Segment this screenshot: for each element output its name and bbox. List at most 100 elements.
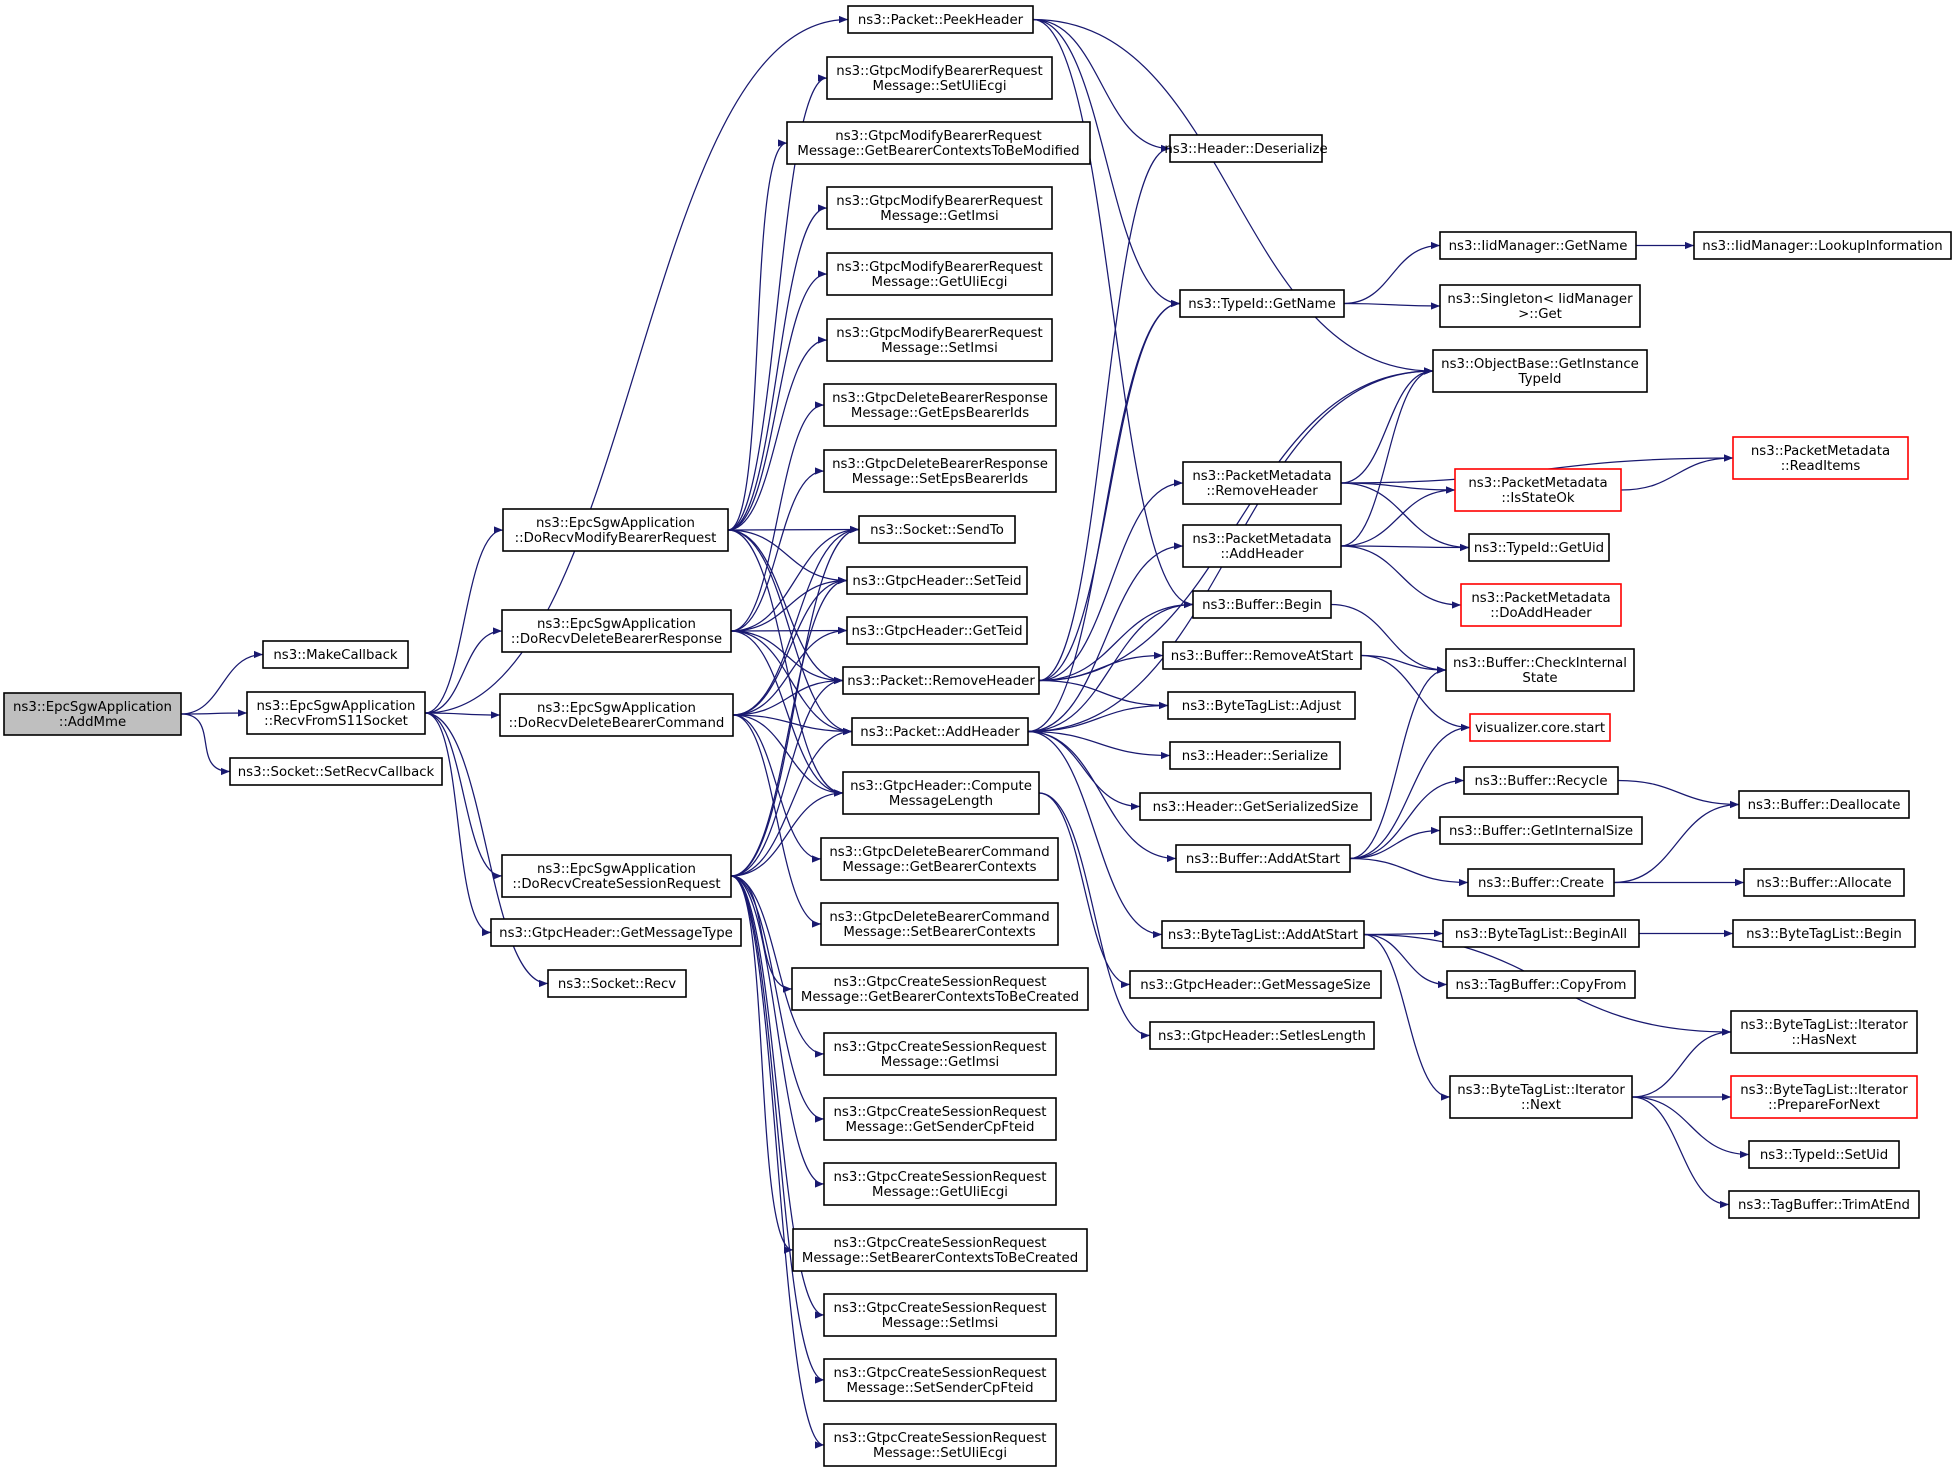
node-cs-setimsi[interactable]: ns3::GtpcCreateSessionRequestMessage::Se… [823,1293,1057,1337]
edge-domodify-to-mb-getimsi [727,204,828,531]
node-gtpc-setieslen[interactable]: ns3::GtpcHeader::SetIesLength [1149,1021,1375,1050]
node-typeid-setuid[interactable]: ns3::TypeId::SetUid [1748,1140,1900,1169]
node-dr-geteps[interactable]: ns3::GtpcDeleteBearerResponseMessage::Ge… [823,383,1057,427]
node-mb-getctx[interactable]: ns3::GtpcModifyBearerRequestMessage::Get… [786,121,1091,165]
node-box [823,449,1057,493]
node-box [842,771,1040,815]
node-tagbuf-trim[interactable]: ns3::TagBuffer::TrimAtEnd [1728,1190,1920,1219]
node-btl-it-hasnext[interactable]: ns3::ByteTagList::Iterator::HasNext [1730,1010,1918,1054]
node-dc-setctx[interactable]: ns3::GtpcDeleteBearerCommandMessage::Set… [820,902,1059,946]
node-gtpc-getmsgsize[interactable]: ns3::GtpcHeader::GetMessageSize [1129,970,1382,999]
node-cs-setctx[interactable]: ns3::GtpcCreateSessionRequestMessage::Se… [792,1228,1088,1272]
node-getmsgtype[interactable]: ns3::GtpcHeader::GetMessageType [490,918,742,947]
node-label: Message::SetSenderCpFteid [846,1381,1033,1396]
node-buf-create[interactable]: ns3::Buffer::Create [1467,868,1615,897]
node-hdr-getsize[interactable]: ns3::Header::GetSerializedSize [1139,792,1372,821]
node-removehdr[interactable]: ns3::Packet::RemoveHeader [842,666,1040,695]
node-buf-begin[interactable]: ns3::Buffer::Begin [1192,590,1332,619]
node-box [1167,691,1356,720]
node-label: ns3::GtpcCreateSessionRequest [834,1040,1047,1055]
node-btl-begin[interactable]: ns3::ByteTagList::Begin [1732,919,1916,948]
node-addhdr[interactable]: ns3::Packet::AddHeader [851,717,1029,746]
node-buf-recycle[interactable]: ns3::Buffer::Recycle [1463,766,1619,795]
node-btl-it-prepare[interactable]: ns3::ByteTagList::Iterator::PrepareForNe… [1730,1075,1918,1119]
node-pm-add[interactable]: ns3::PacketMetadata::AddHeader [1182,524,1342,568]
node-peek[interactable]: ns3::Packet::PeekHeader [847,5,1034,34]
node-makecb[interactable]: ns3::MakeCallback [262,640,409,669]
node-mb-setuli[interactable]: ns3::GtpcModifyBearerRequestMessage::Set… [826,56,1053,100]
node-box [1439,231,1637,260]
node-box [1449,1075,1633,1119]
node-box [1468,533,1610,562]
node-buf-removeatstart[interactable]: ns3::Buffer::RemoveAtStart [1162,641,1362,670]
node-sendto[interactable]: ns3::Socket::SendTo [858,515,1016,544]
node-setteid[interactable]: ns3::GtpcHeader::SetTeid [846,566,1028,595]
node-cs-getsender[interactable]: ns3::GtpcCreateSessionRequestMessage::Ge… [823,1097,1057,1141]
node-mb-setimsi[interactable]: ns3::GtpcModifyBearerRequestMessage::Set… [826,318,1053,362]
node-iid-lookup[interactable]: ns3::IidManager::LookupInformation [1693,231,1952,260]
node-pm-isstateok[interactable]: ns3::PacketMetadata::IsStateOk [1454,468,1622,512]
node-iid-getname[interactable]: ns3::IidManager::GetName [1439,231,1637,260]
node-box [1161,920,1365,949]
node-label: ns3::ByteTagList::Adjust [1182,699,1341,714]
node-buf-getintsize[interactable]: ns3::Buffer::GetInternalSize [1439,816,1643,845]
edge-buf-addatstart-to-buf-getintsize [1349,826,1441,860]
node-docreate[interactable]: ns3::EpcSgwApplication::DoRecvCreateSess… [501,854,732,898]
node-box [1460,583,1622,627]
node-buf-dealloc[interactable]: ns3::Buffer::Deallocate [1738,790,1910,819]
node-label: ns3::GtpcCreateSessionRequest [834,1236,1047,1251]
node-box [791,967,1089,1011]
node-typeid-getname[interactable]: ns3::TypeId::GetName [1179,289,1345,318]
edge-buf-recycle-to-buf-dealloc [1617,779,1740,809]
node-domodify[interactable]: ns3::EpcSgwApplication::DoRecvModifyBear… [502,508,729,552]
node-btl-beginall[interactable]: ns3::ByteTagList::BeginAll [1442,919,1640,948]
node-buf-alloc[interactable]: ns3::Buffer::Allocate [1743,868,1905,897]
node-dr-seteps[interactable]: ns3::GtpcDeleteBearerResponseMessage::Se… [823,449,1057,493]
node-cs-setuli[interactable]: ns3::GtpcCreateSessionRequestMessage::Se… [823,1423,1057,1467]
node-root[interactable]: ns3::EpcSgwApplication::AddMme [3,692,182,736]
node-cs-setsender[interactable]: ns3::GtpcCreateSessionRequestMessage::Se… [823,1358,1057,1402]
node-label: Message::SetBearerContextsToBeCreated [802,1251,1078,1266]
node-label: ns3::GtpcHeader::GetMessageType [499,926,733,941]
node-vis-start[interactable]: visualizer.core.start [1469,713,1611,742]
node-buf-addatstart[interactable]: ns3::Buffer::AddAtStart [1175,844,1351,873]
node-singleton-get[interactable]: ns3::Singleton< IidManager>::Get [1439,284,1641,328]
node-hdr-deser[interactable]: ns3::Header::Deserialize [1164,134,1328,163]
node-label: ns3::GtpcHeader::SetIesLength [1158,1029,1366,1044]
node-box [823,383,1057,427]
node-box [792,1228,1088,1272]
edge-removehdr-to-pm-remove [1038,479,1184,682]
node-cs-getimsi[interactable]: ns3::GtpcCreateSessionRequestMessage::Ge… [823,1032,1057,1076]
node-label: ns3::PacketMetadata [1468,476,1607,491]
node-dodelcmd[interactable]: ns3::EpcSgwApplication::DoRecvDeleteBear… [499,693,734,737]
node-recvs11[interactable]: ns3::EpcSgwApplication::RecvFromS11Socke… [246,691,426,735]
node-dodelresp[interactable]: ns3::EpcSgwApplication::DoRecvDeleteBear… [501,609,732,653]
node-pm-remove[interactable]: ns3::PacketMetadata::RemoveHeader [1182,461,1342,505]
node-btl-it-next[interactable]: ns3::ByteTagList::Iterator::Next [1449,1075,1633,1119]
node-label: ::RecvFromS11Socket [264,714,408,729]
node-mb-getuli[interactable]: ns3::GtpcModifyBearerRequestMessage::Get… [826,252,1053,296]
node-mb-getimsi[interactable]: ns3::GtpcModifyBearerRequestMessage::Get… [826,186,1053,230]
node-pm-doadd[interactable]: ns3::PacketMetadata::DoAddHeader [1460,583,1622,627]
node-sockrecv[interactable]: ns3::Socket::Recv [547,969,687,998]
node-btl-adjust[interactable]: ns3::ByteTagList::Adjust [1167,691,1356,720]
edge-compute-to-gtpc-getmsgsize [1038,792,1131,989]
node-cs-getctx[interactable]: ns3::GtpcCreateSessionRequestMessage::Ge… [791,967,1089,1011]
node-cs-getuli[interactable]: ns3::GtpcCreateSessionRequestMessage::Ge… [823,1162,1057,1206]
node-hdr-serialize[interactable]: ns3::Header::Serialize [1169,741,1341,770]
node-dc-getctx[interactable]: ns3::GtpcDeleteBearerCommandMessage::Get… [820,837,1059,881]
node-getteid[interactable]: ns3::GtpcHeader::GetTeid [846,616,1028,645]
node-typeid-getuid[interactable]: ns3::TypeId::GetUid [1468,533,1610,562]
node-box [1743,868,1905,897]
node-tagbuf-copyfrom[interactable]: ns3::TagBuffer::CopyFrom [1446,970,1636,999]
node-box [3,692,182,736]
node-pm-readitems[interactable]: ns3::PacketMetadata::ReadItems [1732,436,1909,480]
edge-pm-remove-to-objbase-getinst [1340,367,1434,484]
node-btl-addatstart[interactable]: ns3::ByteTagList::AddAtStart [1161,920,1365,949]
node-label: Message::GetBearerContextsToBeCreated [801,990,1079,1005]
edge-pm-add-to-pm-isstateok [1340,486,1456,547]
node-setrecvcb[interactable]: ns3::Socket::SetRecvCallback [229,757,443,786]
